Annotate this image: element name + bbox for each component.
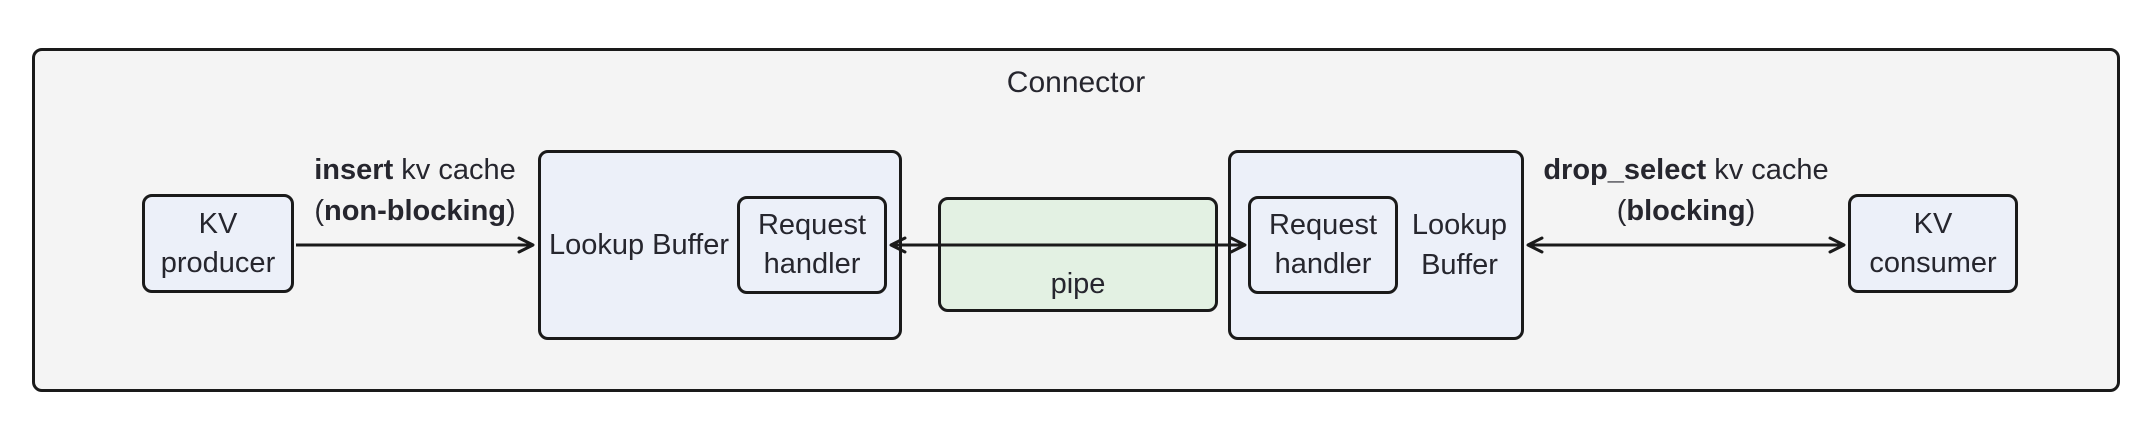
edge-label-drop-select-line1: drop_select kv cache: [1543, 154, 1829, 186]
node-lookup-buffer-left-label: Lookup Buffer: [548, 229, 730, 261]
node-request-handler-left: Request handler: [737, 196, 887, 294]
node-request-handler-right-label: Request handler: [1268, 209, 1377, 280]
node-request-handler-right: Request handler: [1248, 196, 1398, 294]
node-kv-consumer: KV consumer: [1848, 194, 2018, 293]
node-kv-producer: KV producer: [142, 194, 294, 293]
edge-label-insert-line2: (non-blocking): [314, 195, 516, 227]
node-lookup-buffer-left: Lookup Buffer Request handler: [538, 150, 902, 340]
node-request-handler-left-label: Request handler: [757, 209, 866, 280]
connector-title: Connector: [1006, 66, 1146, 99]
edge-label-insert-line1: insert kv cache: [314, 154, 516, 186]
node-lookup-buffer-right: Request handler Lookup Buffer: [1228, 150, 1524, 340]
node-kv-producer-label: KV producer: [160, 207, 276, 279]
node-pipe-label: pipe: [1050, 268, 1106, 300]
node-pipe: pipe: [938, 197, 1218, 312]
node-kv-consumer-label: KV consumer: [1869, 207, 1997, 279]
edge-label-drop-select: drop_select kv cache (blocking): [1526, 150, 1846, 232]
edge-label-insert: insert kv cache (non-blocking): [265, 150, 565, 232]
edge-label-drop-select-line2: (blocking): [1616, 195, 1756, 227]
node-lookup-buffer-right-label: Lookup Buffer: [1411, 209, 1508, 281]
